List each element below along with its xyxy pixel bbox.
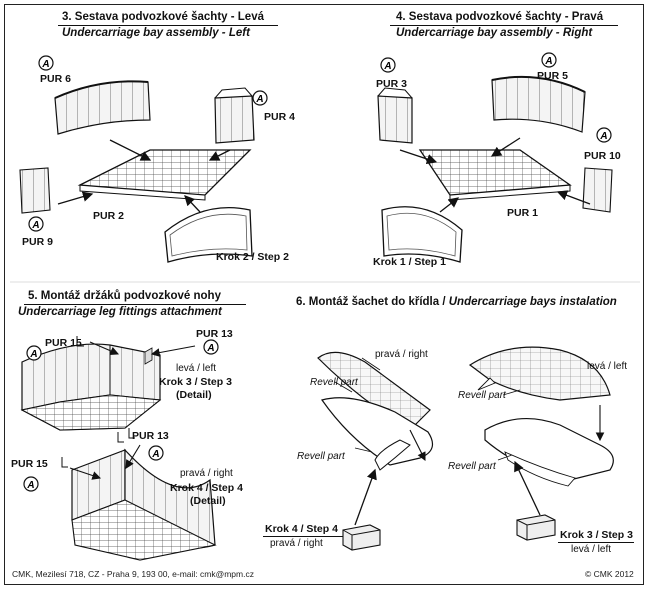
label-pur15-lower: PUR 15 <box>11 458 48 470</box>
material-a-icon: A <box>28 216 44 236</box>
step5-upper-side: levá / left <box>176 363 217 374</box>
svg-text:A: A <box>383 61 391 72</box>
label-pur13-lower: PUR 13 <box>132 430 169 442</box>
material-a-icon: A <box>203 339 219 359</box>
step6-left-revell1: Revell part <box>310 377 358 388</box>
step4-krok-label: Krok 1 / Step 1 <box>373 256 446 268</box>
label-pur4: PUR 4 <box>264 111 295 123</box>
label-pur10: PUR 10 <box>584 150 621 162</box>
material-a-icon: A <box>380 57 396 77</box>
svg-text:A: A <box>29 349 37 360</box>
step6-right-revell1: Revell part <box>458 390 506 401</box>
material-a-icon: A <box>23 476 39 496</box>
svg-text:A: A <box>255 94 263 105</box>
material-a-icon: A <box>252 90 268 110</box>
material-a-icon: A <box>148 445 164 465</box>
step5-lower-drawing <box>61 428 217 561</box>
label-pur5: PUR 5 <box>537 70 568 82</box>
label-pur2: PUR 2 <box>93 210 124 222</box>
svg-text:A: A <box>31 220 39 231</box>
step5-title-cz: 5. Montáž držáků podvozkové nohy <box>28 290 221 302</box>
label-pur13-upper: PUR 13 <box>196 328 233 340</box>
step6-right-side: levá / left <box>587 361 628 372</box>
label-pur1: PUR 1 <box>507 207 538 219</box>
step4-drawing <box>377 75 613 263</box>
step6-left-side: pravá / right <box>375 349 428 360</box>
step6-right-krok-side: levá / left <box>571 544 612 555</box>
step6-title: 6. Montáž šachet do křídla / Undercarria… <box>296 296 617 309</box>
step3-title-cz: 3. Sestava podvozkové šachty - Levá <box>62 11 264 23</box>
step5-upper-detail: (Detail) <box>176 389 212 401</box>
step3-title-en: Undercarriage bay assembly - Left <box>62 27 250 39</box>
label-pur6: PUR 6 <box>40 73 71 85</box>
step3-title-underline <box>58 25 278 26</box>
step6-right-krok: Krok 3 / Step 3 <box>560 529 633 541</box>
label-pur3: PUR 3 <box>376 78 407 90</box>
step6-right-drawing <box>468 346 614 541</box>
label-pur15-upper: PUR 15 <box>45 337 82 349</box>
step4-title-underline <box>390 25 618 26</box>
step4-title-en: Undercarriage bay assembly - Right <box>396 27 593 39</box>
step6-right-revell2: Revell part <box>448 461 496 472</box>
step4-title-cz: 4. Sestava podvozkové šachty - Pravá <box>396 11 604 23</box>
footer-address: CMK, Mezilesí 718, CZ - Praha 9, 193 00,… <box>12 569 254 579</box>
step5-upper-krok: Krok 3 / Step 3 <box>159 376 232 388</box>
svg-text:A: A <box>151 449 159 460</box>
step5-lower-detail: (Detail) <box>190 495 226 507</box>
svg-text:A: A <box>206 343 214 354</box>
step6-left-krok-side: pravá / right <box>270 538 323 549</box>
footer-copyright: © CMK 2012 <box>585 569 634 579</box>
svg-text:A: A <box>599 131 607 142</box>
step6-left-drawing <box>317 351 434 551</box>
step5-upper-drawing <box>20 336 196 443</box>
material-a-icon: A <box>26 345 42 365</box>
svg-text:A: A <box>26 480 34 491</box>
material-a-icon: A <box>596 127 612 147</box>
step6-right-krok-underline <box>558 542 634 543</box>
sheet-border <box>4 4 644 585</box>
label-pur9: PUR 9 <box>22 236 53 248</box>
step6-left-krok-underline <box>263 536 343 537</box>
step6-left-revell2: Revell part <box>297 451 345 462</box>
step3-drawing <box>19 80 255 263</box>
material-a-icon: A <box>541 52 557 72</box>
step6-title-en: Undercarriage bays instalation <box>448 296 617 308</box>
step3-krok-label: Krok 2 / Step 2 <box>216 251 289 263</box>
step6-left-krok: Krok 4 / Step 4 <box>265 523 338 535</box>
step5-title-en: Undercarriage leg fittings attachment <box>18 306 222 318</box>
svg-text:A: A <box>544 56 552 67</box>
material-a-icon: A <box>38 55 54 75</box>
step5-lower-side: pravá / right <box>180 468 233 479</box>
step5-lower-krok: Krok 4 / Step 4 <box>170 482 243 494</box>
step6-title-cz: 6. Montáž šachet do křídla / <box>296 296 449 308</box>
svg-text:A: A <box>41 59 49 70</box>
step5-title-underline <box>24 304 246 305</box>
